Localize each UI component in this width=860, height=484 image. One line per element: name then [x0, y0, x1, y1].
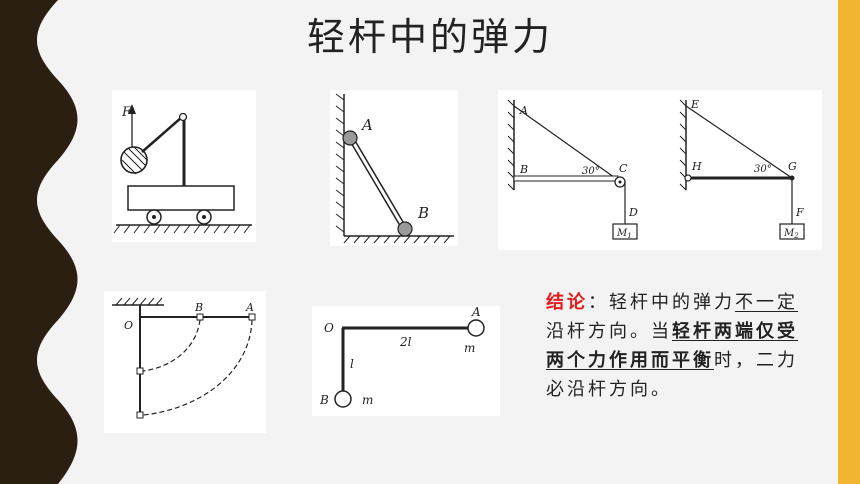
bracket1-label-c: C — [619, 162, 628, 175]
hinge — [178, 112, 188, 122]
label-b: B — [194, 301, 203, 314]
conclusion-part1: 轻杆中的弹力 — [609, 292, 735, 313]
figure-brackets: A B C D 30° M1 E H G F 30° M2 — [498, 90, 822, 250]
bracket2-mass — [779, 223, 805, 240]
ball-a — [342, 130, 358, 146]
bracket1-mass-label: M1 — [616, 228, 632, 240]
bracket1-label-a: A — [519, 104, 528, 117]
bracket1-rod — [513, 175, 619, 182]
bracket1-pulley-hub — [618, 180, 622, 184]
label-b: B — [319, 393, 329, 407]
label-a: A — [471, 306, 481, 319]
right-accent-band — [838, 0, 860, 484]
ground-hatch — [113, 224, 251, 234]
wheel-left-hub — [152, 215, 156, 219]
label-m-b: m — [362, 393, 373, 407]
label-b: B — [417, 204, 429, 222]
label-o: O — [124, 319, 133, 332]
bracket2-label-e: E — [690, 98, 699, 111]
bracket1-wall-hatch — [507, 99, 515, 191]
conclusion-label: 结论 — [546, 292, 588, 313]
label-l: l — [350, 357, 354, 371]
dashed-arc-outer — [142, 319, 253, 416]
conclusion-text: 结论：轻杆中的弹力不一定沿杆方向。当轻杆两端仅受两个力作用而平衡时，二力必沿杆方… — [546, 288, 814, 404]
joint-mid — [136, 367, 144, 375]
floor-hatch — [343, 235, 451, 244]
label-m-a: m — [464, 341, 475, 355]
cart-body — [127, 185, 235, 211]
conclusion-not-necessarily: 不一定 — [735, 292, 798, 313]
label-o: O — [324, 321, 334, 335]
joint-a — [248, 313, 256, 321]
crane-rod — [141, 116, 183, 153]
rod-ab-inner — [350, 139, 406, 229]
mass-a — [467, 319, 485, 337]
bracket2-label-h: H — [691, 160, 702, 173]
label-2l: 2l — [399, 335, 412, 349]
label-a: A — [245, 301, 254, 314]
bracket2-label-g: G — [788, 160, 797, 173]
figure-swing: O B A — [104, 291, 266, 433]
conclusion-part5: 时，二力必沿杆方向。 — [546, 350, 798, 400]
joint-bottom — [136, 411, 144, 419]
bracket1-angle: 30° — [582, 166, 600, 177]
bracket2-angle: 30° — [754, 164, 772, 175]
bracket2-mass-label: M2 — [783, 228, 799, 240]
bracket1-mass — [612, 223, 638, 240]
figure-wall-rod: A B — [330, 90, 458, 246]
label-a: A — [360, 116, 373, 134]
mass-b — [334, 390, 352, 408]
bracket1-label-b: B — [519, 163, 528, 176]
conclusion-colon: ： — [588, 292, 609, 313]
dashed-arc-inner — [142, 319, 201, 372]
conclusion-condition: 轻杆两端仅受两个力作用而平衡 — [546, 321, 798, 371]
bracket2-hinge — [684, 174, 692, 182]
ball-b — [397, 221, 413, 237]
ball-hatch — [121, 146, 148, 175]
page-title: 轻杆中的弹力 — [306, 15, 553, 59]
force-label: F — [121, 105, 132, 120]
bracket2-rope — [685, 105, 793, 179]
figure-l-rod: O A 2l l m B m — [312, 306, 500, 416]
bracket1-label-d: D — [628, 206, 638, 219]
bracket1-rope — [513, 105, 619, 181]
joint-b — [196, 313, 204, 321]
bracket2-wall-hatch — [679, 99, 687, 191]
wavy-band-shape — [0, 0, 78, 484]
wall-hatch — [335, 93, 345, 233]
wheel-right-hub — [202, 215, 206, 219]
left-wavy-band — [0, 0, 78, 484]
bracket2-label-f: F — [795, 206, 804, 219]
force-arrowhead — [128, 104, 136, 114]
ceiling-hatch — [115, 297, 163, 306]
conclusion-part3: 沿杆方向。当 — [546, 321, 672, 342]
figure-crane: F — [112, 90, 256, 242]
